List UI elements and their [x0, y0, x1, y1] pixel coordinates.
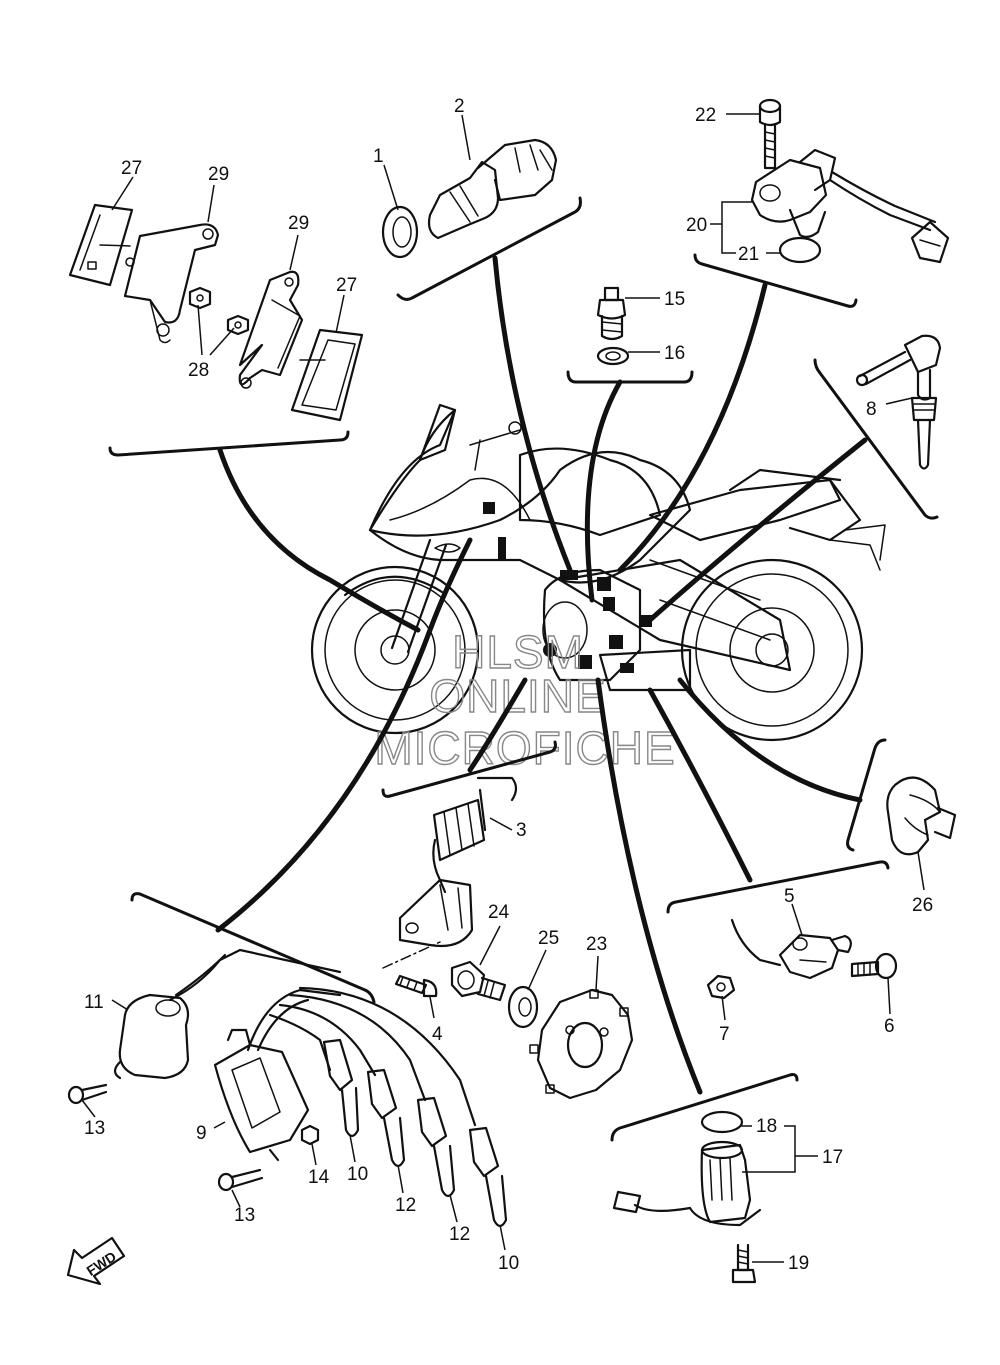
part-9-ignition-coil[interactable] [213, 988, 342, 1162]
watermark-line-3: MICROFICHE [374, 722, 675, 774]
callout-17: 17 [822, 1147, 843, 1168]
part-13-screw-left[interactable] [67, 1083, 108, 1105]
callout-15: 15 [664, 289, 685, 310]
callout-10-left: 10 [347, 1164, 368, 1185]
callout-26: 26 [912, 895, 933, 916]
callout-14: 14 [308, 1167, 330, 1188]
part-16-washer[interactable] [596, 346, 630, 366]
part-23-rotor[interactable] [529, 988, 634, 1100]
callout-2: 2 [454, 96, 465, 117]
callout-19: 19 [788, 1253, 809, 1274]
callout-3: 3 [516, 820, 527, 841]
callout-20: 20 [686, 215, 707, 236]
part-3-regulator[interactable] [382, 776, 518, 969]
callout-28: 28 [188, 360, 209, 381]
part-28-nut-right[interactable] [226, 314, 250, 336]
callout-18: 18 [756, 1116, 777, 1137]
part-12-plug-cap-right[interactable] [288, 993, 456, 1198]
callout-27-left: 27 [121, 158, 142, 179]
callout-8: 8 [866, 399, 877, 420]
watermark: HLSM ONLINE MICROFICHE [374, 625, 676, 774]
callout-25: 25 [538, 928, 559, 949]
part-1-washer[interactable] [381, 205, 419, 259]
callout-22: 22 [695, 105, 716, 126]
callout-5: 5 [784, 886, 795, 907]
callout-24: 24 [488, 902, 510, 923]
part-8-sensor[interactable] [855, 334, 942, 470]
part-12-plug-cap-left[interactable] [278, 1003, 406, 1168]
part-13-screw-bottom[interactable] [217, 1168, 264, 1192]
fwd-direction-arrow: FWD [66, 1236, 126, 1286]
leader-lines [81, 113, 925, 1263]
part-21-o-ring[interactable] [778, 236, 822, 264]
part-20-crank-sensor[interactable] [750, 148, 950, 264]
callout-21: 21 [738, 244, 759, 265]
callout-1: 1 [373, 146, 384, 167]
part-14-nut[interactable] [300, 1124, 320, 1146]
callout-27-right: 27 [336, 275, 357, 296]
callout-numbers: 1 2 3 4 5 6 7 8 9 10 10 11 12 12 13 13 1… [84, 96, 933, 1274]
callout-13-left: 13 [84, 1118, 105, 1139]
callout-11: 11 [84, 992, 104, 1013]
callout-16: 16 [664, 343, 685, 364]
motorcycle-outline [310, 403, 886, 742]
part-22-bolt[interactable] [758, 98, 782, 170]
callout-13-bottom: 13 [234, 1205, 255, 1226]
part-19-bolt[interactable] [731, 1243, 757, 1284]
part-10-plug-cap-left[interactable] [268, 1013, 360, 1138]
callout-29-right: 29 [288, 213, 309, 234]
part-6-bolt[interactable] [850, 952, 898, 980]
callout-6: 6 [884, 1016, 895, 1037]
callout-12-left: 12 [395, 1195, 416, 1216]
part-5-sensor[interactable] [730, 918, 852, 980]
part-25-washer[interactable] [507, 985, 539, 1029]
part-7-nut[interactable] [706, 974, 736, 1000]
part-17-sensor[interactable] [612, 1140, 762, 1227]
part-27-reflector-left[interactable] [68, 203, 134, 287]
callout-12-right: 12 [449, 1224, 470, 1245]
part-4-bolt[interactable] [394, 974, 438, 998]
watermark-line-1: HLSM [452, 626, 584, 678]
part-29-bracket-right[interactable] [238, 270, 304, 389]
part-11-ignition-coil[interactable] [113, 948, 342, 1080]
part-24-bolt[interactable] [450, 960, 507, 1002]
part-27-reflector-right[interactable] [290, 328, 364, 422]
callout-23: 23 [586, 934, 607, 955]
part-28-nut-left[interactable] [188, 286, 212, 310]
part-26-clip[interactable] [886, 776, 957, 856]
part-15-neutral-switch[interactable] [596, 286, 627, 341]
callout-9: 9 [196, 1123, 207, 1144]
part-18-o-ring[interactable] [700, 1110, 744, 1134]
part-2-temperature-sensor[interactable] [427, 138, 558, 240]
callout-7: 7 [719, 1024, 730, 1045]
callout-10-right: 10 [498, 1253, 519, 1274]
callout-4: 4 [432, 1024, 443, 1045]
group-brackets [108, 196, 939, 1142]
part-29-bracket-left[interactable] [123, 223, 220, 344]
callout-29-left: 29 [208, 164, 229, 185]
